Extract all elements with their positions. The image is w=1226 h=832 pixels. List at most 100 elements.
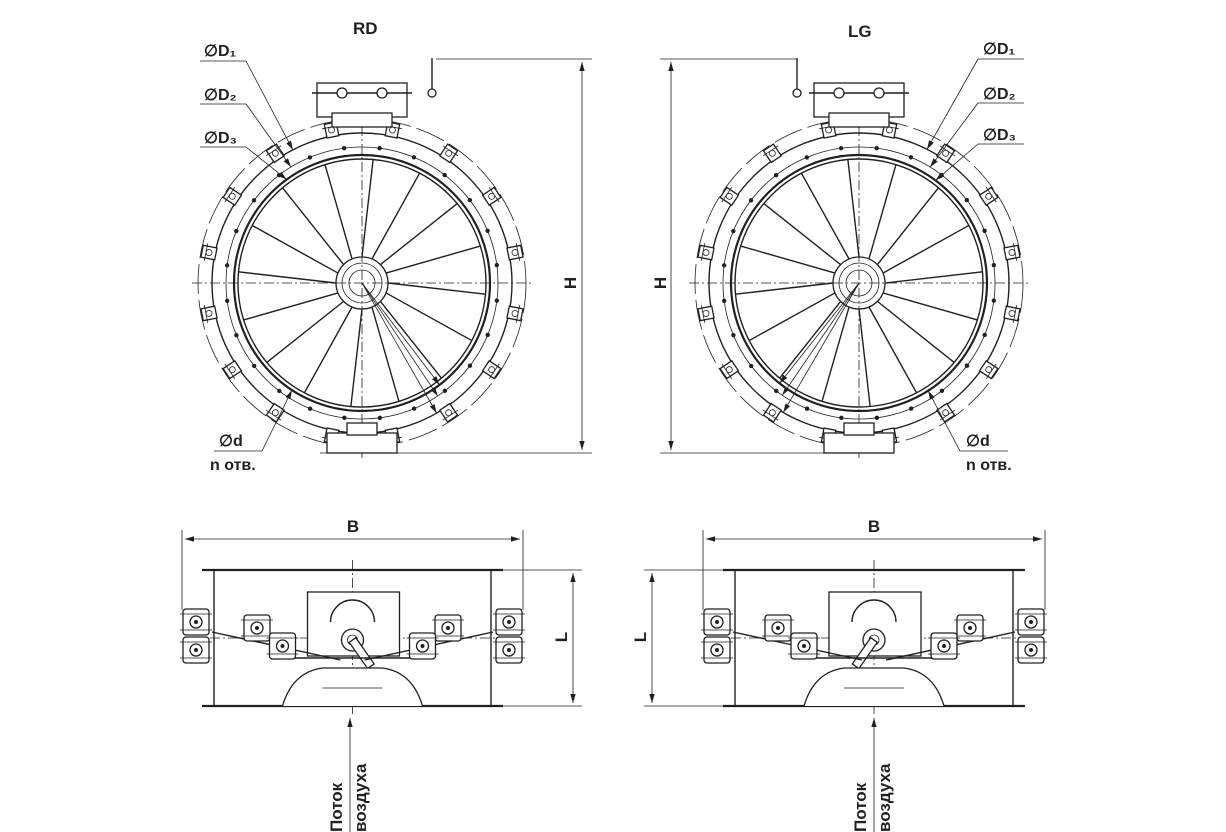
blade-bracket — [200, 305, 218, 323]
blade-bracket — [180, 608, 212, 636]
damper-blade — [385, 245, 481, 274]
front-view-rd — [192, 58, 532, 458]
bottom-fairing — [803, 667, 945, 707]
damper-blade — [800, 172, 850, 260]
label-d-hole-rd: ∅d — [219, 433, 243, 450]
actuator-arc — [329, 599, 376, 623]
damper-blade — [371, 306, 400, 402]
dimension-leader — [926, 58, 979, 150]
bolt-hole — [982, 332, 987, 338]
diameter-ray — [779, 282, 860, 384]
blade-bracket — [506, 305, 524, 323]
blade-bracket — [241, 614, 273, 642]
damper-blade — [858, 308, 871, 407]
blade-bracket — [935, 143, 956, 164]
airflow-label-line1-rd: Поток — [327, 782, 346, 832]
blade-bracket — [762, 143, 783, 164]
dimension-h-rd: H — [320, 58, 592, 454]
label-d3-rd: ∅D₃ — [204, 130, 237, 147]
blade-bracket — [719, 359, 740, 380]
dimension-leader — [929, 102, 979, 168]
actuator-lever — [851, 636, 879, 670]
blade-bracket — [788, 632, 820, 660]
airflow-indicator-lg: Поток воздуха — [851, 718, 894, 832]
label-h-rd: H — [561, 277, 580, 289]
label-n-holes-rd: n отв. — [210, 457, 256, 474]
damper-blade — [763, 203, 842, 266]
airflow-label-line2-lg: воздуха — [875, 763, 894, 832]
damper-blade — [740, 245, 836, 274]
blade-bracket — [978, 186, 999, 207]
blade-bracket — [762, 402, 783, 423]
dimension-l-lg: L — [631, 569, 730, 707]
actuator-lever — [348, 636, 376, 670]
damper-blade — [748, 292, 836, 342]
bolt-hole — [874, 145, 879, 151]
bolt-hole — [748, 198, 754, 203]
label-d3-lg: ∅D₃ — [983, 127, 1016, 144]
side-view-rd — [180, 560, 525, 716]
blade-bracket — [265, 402, 286, 423]
bolt-hole — [307, 155, 313, 160]
dimension-b-lg: B — [702, 517, 1046, 610]
diameter-ray — [781, 282, 860, 396]
view-title-lg: LG — [848, 22, 872, 41]
label-b-rd: B — [347, 517, 359, 536]
bolt-hole — [731, 228, 736, 234]
blade-bracket — [719, 186, 740, 207]
bolt-hole — [377, 415, 383, 421]
airflow-indicator-rd: Поток воздуха — [327, 718, 370, 832]
diameter-ray — [361, 282, 439, 397]
diameter-labels-rd: ∅D₁ ∅D₂ ∅D₃ ∅d n отв. — [200, 43, 262, 474]
diameter-ray — [361, 282, 440, 386]
damper-blade — [251, 224, 339, 274]
blade-bracket — [1003, 243, 1021, 261]
bolt-hole — [773, 172, 779, 178]
bolt-hole — [467, 197, 473, 203]
damper-blade — [324, 164, 353, 260]
bolt-hole — [307, 406, 313, 411]
blade-bracket — [438, 402, 459, 423]
damper-blade — [361, 159, 374, 258]
damper-blade — [243, 292, 339, 321]
label-d2-lg: ∅D₂ — [983, 86, 1016, 103]
bolt-hole — [939, 388, 945, 394]
bolt-hole — [494, 298, 500, 303]
blade-bracket — [438, 143, 459, 164]
damper-blade — [779, 300, 842, 379]
blade-bracket — [1015, 608, 1047, 636]
damper-blade — [821, 306, 850, 402]
blade-bracket — [222, 359, 243, 380]
bolt-hole — [341, 145, 347, 151]
bolt-hole — [839, 415, 844, 421]
blade-bracket — [406, 632, 439, 660]
damper-blade — [238, 271, 337, 284]
bolt-hole — [224, 298, 230, 304]
bolt-hole — [485, 228, 490, 234]
bolt-hole — [991, 298, 997, 303]
bottom-bracket-tab — [843, 422, 875, 436]
bolt-hole — [442, 172, 447, 178]
damper-blade — [350, 308, 363, 407]
label-d1-lg: ∅D₁ — [983, 41, 1015, 58]
bolt-hole — [721, 263, 727, 268]
bolt-hole — [251, 198, 257, 203]
bottom-bracket — [326, 432, 398, 454]
bolt-hole — [411, 155, 417, 160]
bolt-hole — [991, 262, 997, 268]
blade-bracket — [506, 243, 524, 261]
damper-blade — [379, 300, 442, 379]
damper-blade — [371, 172, 421, 260]
dimension-leader — [927, 390, 961, 452]
blade-bracket — [493, 636, 525, 664]
dimension-leader — [935, 143, 979, 181]
label-d1-rd: ∅D₁ — [204, 43, 236, 60]
diameter-ray — [782, 282, 860, 413]
damper-blade — [266, 300, 345, 363]
actuator-arc — [851, 599, 897, 623]
bolt-hole — [377, 145, 382, 151]
label-h-lg: H — [651, 277, 670, 289]
view-title-rd: RD — [353, 19, 378, 38]
blade-bracket — [1015, 636, 1047, 664]
